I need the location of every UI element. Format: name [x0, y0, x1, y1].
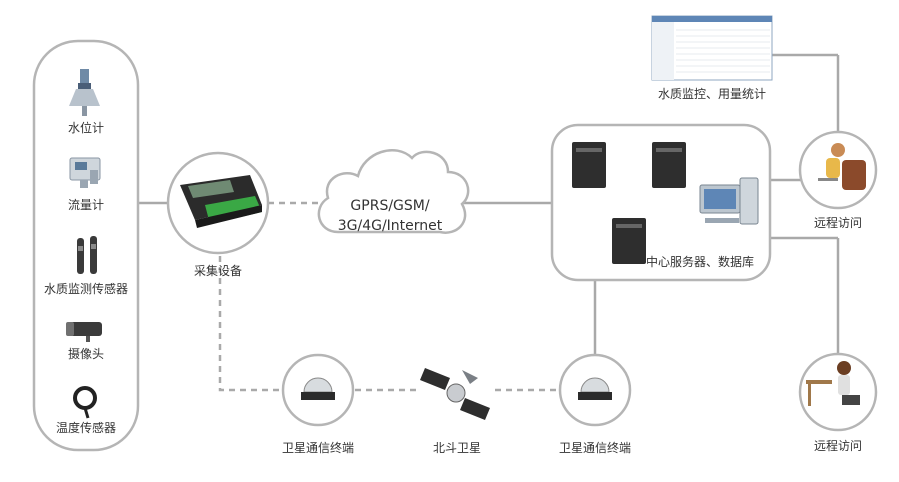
cloud-shape	[317, 148, 470, 234]
satellite-label: 北斗卫星	[432, 441, 482, 455]
sensor-label-water-level: 水位计	[67, 121, 105, 135]
remote-bottom-label: 远程访问	[813, 439, 863, 453]
water-quality-sensor-icon	[77, 236, 97, 274]
sensor-label-flow: 流量计	[67, 198, 105, 212]
collector-label: 采集设备	[193, 264, 243, 278]
sensor-label-temperature: 温度传感器	[55, 421, 117, 435]
data-logger-icon	[180, 175, 262, 228]
network-label: GPRS/GSM/ 3G/4G/Internet	[325, 196, 455, 236]
workstation-icon	[699, 177, 759, 225]
sensor-label-camera: 摄像头	[67, 347, 105, 361]
remote-top-label: 远程访问	[813, 216, 863, 230]
sensor-label-water-quality: 水质监测传感器	[43, 282, 129, 296]
temperature-probe-icon	[73, 386, 97, 419]
satellite-terminal-right-label: 卫星通信终端	[558, 441, 632, 455]
sensors-panel	[32, 39, 140, 452]
woman-laptop-icon	[818, 143, 866, 190]
server-tower-icon	[572, 142, 686, 264]
stats-label: 水质监控、用量统计	[657, 87, 767, 101]
satellite-terminal-left-label: 卫星通信终端	[281, 441, 355, 455]
flow-meter-icon	[69, 157, 101, 188]
server-box	[550, 123, 772, 282]
satellite-dish-icon	[301, 377, 335, 400]
radar-level-gauge-icon	[69, 69, 100, 116]
network-label-line2: 3G/4G/Internet	[337, 218, 443, 234]
connector-lines	[138, 53, 840, 392]
network-label-line1: GPRS/GSM/	[350, 198, 430, 214]
server-label: 中心服务器、数据库	[645, 255, 755, 269]
camera-icon	[66, 322, 102, 342]
woman-desk-icon	[806, 361, 860, 406]
satellite-dish-icon-right	[578, 377, 612, 400]
spreadsheet-screenshot-icon	[651, 15, 773, 81]
satellite-icon	[420, 368, 490, 420]
line-collector-satellite-terminal	[218, 245, 285, 392]
